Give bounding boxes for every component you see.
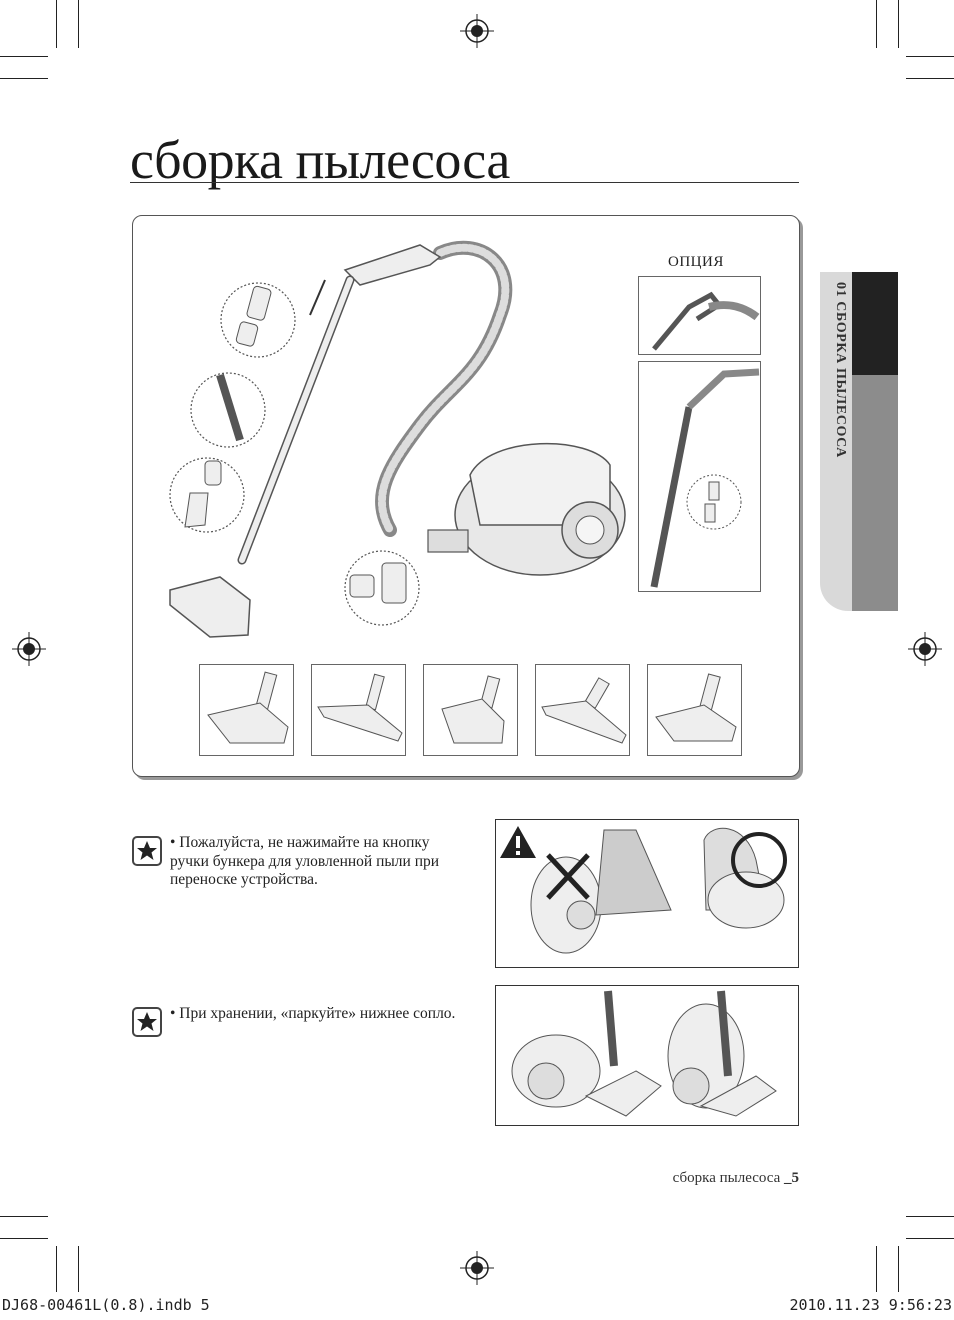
carry-warning-illustration — [495, 819, 799, 968]
nozzle-image-2 — [311, 664, 406, 756]
star-note-icon — [132, 836, 162, 866]
vacuum-assembly-illustration — [169, 240, 626, 638]
side-tab-dark-block — [852, 272, 898, 375]
circle-mark-icon — [731, 832, 787, 888]
option-image-hose-handle — [638, 276, 761, 355]
telescopic-tube-illustration — [650, 368, 760, 588]
registration-mark-icon — [908, 632, 942, 666]
print-slug-file: DJ68-00461L(0.8).indb 5 — [2, 1296, 210, 1314]
side-tab-label: 01 СБОРКА ПЫЛЕСОСА — [833, 282, 848, 458]
nozzle-image-5 — [647, 664, 742, 756]
side-tab-grey-block — [852, 375, 898, 611]
nozzle-image-1 — [199, 664, 294, 756]
option-image-telescopic-tube — [638, 361, 761, 592]
nozzle-image-3 — [423, 664, 518, 756]
nozzle-illustration — [655, 673, 737, 742]
registration-mark-icon — [12, 632, 46, 666]
footer-section: сборка пылесоса — [672, 1170, 784, 1186]
title-rule — [130, 182, 799, 183]
star-note-icon — [132, 1007, 162, 1037]
hose-handle-illustration — [652, 291, 760, 351]
cross-mark-icon — [546, 853, 590, 900]
option-label: ОПЦИЯ — [668, 254, 724, 270]
nozzle-image-4 — [535, 664, 630, 756]
page-footer: сборка пылесоса _5 — [673, 1170, 799, 1187]
note-text-2: • При хранении, «паркуйте» нижнее сопло. — [170, 1005, 456, 1022]
registration-mark-icon — [460, 14, 494, 48]
page-title: сборка пылесоса — [130, 130, 510, 190]
parking-nozzle-illustration — [495, 985, 799, 1126]
nozzle-illustration — [441, 675, 505, 744]
note-text-1: • Пожалуйста, не нажимайте на кнопку руч… — [170, 834, 440, 888]
page-number: _5 — [784, 1170, 799, 1186]
nozzle-illustration — [541, 677, 627, 744]
nozzle-illustration — [207, 671, 289, 744]
nozzle-illustration — [317, 673, 403, 742]
print-slug-date: 2010.11.23 9:56:23 — [789, 1296, 952, 1314]
registration-mark-icon — [460, 1251, 494, 1285]
